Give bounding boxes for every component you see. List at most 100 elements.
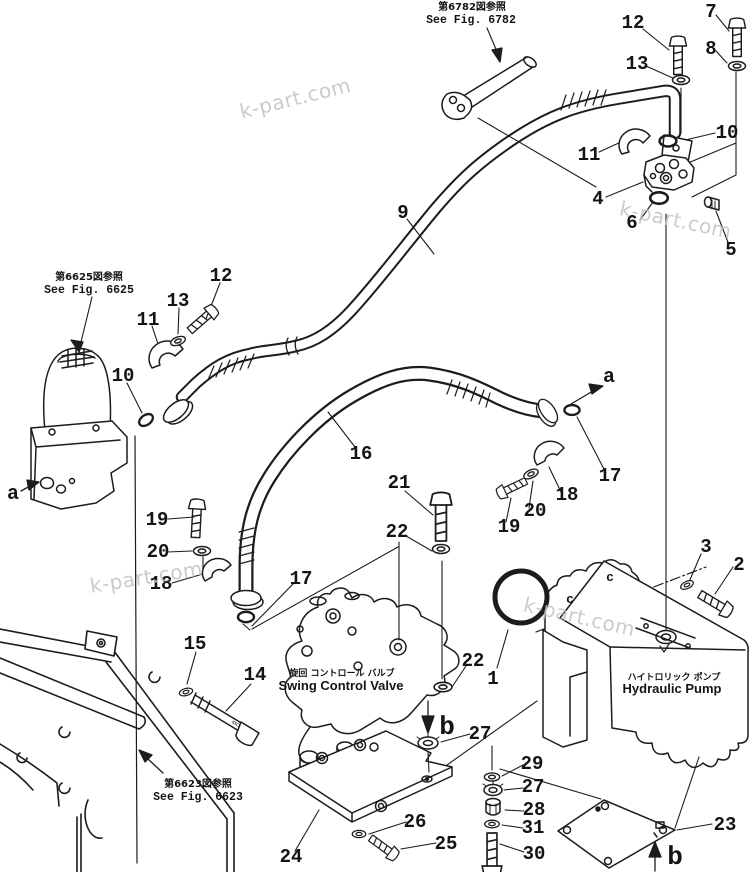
callout-18-right: 18: [556, 484, 579, 506]
arrow-fig6625: [70, 339, 84, 353]
callout-12-left: 12: [210, 265, 233, 287]
view-letter-c-2: c: [606, 570, 614, 585]
callout-8: 8: [705, 38, 716, 60]
callout-17-left: 17: [290, 568, 313, 590]
callout-26: 26: [404, 811, 427, 833]
hydraulic-pump: [535, 559, 749, 769]
callout-5: 5: [725, 239, 736, 261]
bolt-21: [429, 491, 453, 542]
callout-17-right: 17: [599, 465, 622, 487]
washer-27-lower: [482, 780, 504, 797]
swing-control-valve-label-jp: 旋回 コントロール バルブ: [288, 667, 394, 679]
washer-27-upper: [416, 733, 440, 750]
ref-fig6782-en: See Fig. 6782: [426, 14, 516, 27]
callout-10-left: 10: [112, 365, 135, 387]
callout-28: 28: [523, 799, 546, 821]
callout-7: 7: [705, 1, 716, 23]
elbow-fitting-fig6782: [441, 56, 537, 121]
hose16-left-flange: [230, 589, 264, 611]
callout-19-right: 19: [498, 516, 521, 538]
washer-20-right: [521, 466, 541, 482]
mounting-plate-24: [288, 730, 453, 823]
arrow-a-left: [26, 479, 40, 491]
washer-26: [351, 829, 367, 839]
view-letter-b-bottom: b: [667, 842, 683, 872]
callout-18-left: 18: [150, 573, 173, 595]
washer-8: [727, 60, 747, 72]
bolt-2: [695, 586, 736, 621]
bolt-12-top: [668, 35, 688, 76]
callout-19-left: 19: [146, 509, 169, 531]
ref-fig6623-jp: 第6623図参照: [164, 777, 232, 790]
bolt-30: [481, 832, 503, 872]
callout-1: 1: [487, 668, 498, 690]
arrow-a-right: [588, 383, 604, 395]
view-letter-c-1: c: [566, 592, 574, 607]
callout-27-upper: 27: [469, 723, 492, 745]
bolt-19-left: [186, 497, 207, 539]
callout-11-top: 11: [578, 144, 601, 166]
machine-frame: [0, 435, 235, 872]
callout-15: 15: [184, 633, 207, 655]
arrow-fig6623: [138, 749, 153, 763]
callout-13-left: 13: [167, 290, 190, 312]
callout-11-left: 11: [137, 309, 160, 331]
ref-fig6782-jp: 第6782図参照: [438, 0, 506, 13]
hydraulic-pump-label-jp: ハイトロリック ポンプ: [628, 671, 722, 683]
view-letter-b-top: b: [439, 712, 455, 742]
ref-fig6625-jp: 第6625図参照: [55, 270, 123, 283]
oring-10-left: [135, 410, 157, 430]
hose-16: [238, 365, 551, 608]
bolt-25: [365, 831, 402, 864]
reference-texts: 第6782図参照 See Fig. 6782 第6625図参照 See Fig.…: [44, 0, 516, 804]
washer-20-left: [192, 545, 212, 557]
flange-bolt-mark: [242, 623, 251, 631]
view-arrows: [20, 47, 662, 872]
callout-13-top: 13: [626, 53, 649, 75]
callout-2: 2: [733, 554, 744, 576]
view-letter-a-left: a: [7, 483, 19, 506]
clamp-11-left: [148, 340, 184, 369]
arrow-b-down: [421, 715, 435, 734]
callout-24: 24: [280, 846, 303, 868]
fitting-28: [485, 797, 501, 816]
washer-29: [483, 772, 501, 782]
bolt-14: [190, 692, 260, 747]
oring-1: [492, 568, 550, 626]
swing-control-valve-label-en: Swing Control Valve: [279, 678, 404, 693]
callout-20-left: 20: [147, 541, 170, 563]
washer-13-left: [168, 333, 188, 349]
leader-lines: [79, 14, 737, 853]
callout-29: 29: [521, 753, 544, 775]
ref-fig6625-en: See Fig. 6625: [44, 284, 134, 297]
hydraulic-pump-label-en: Hydraulic Pump: [623, 681, 722, 696]
bolt-19-right: [494, 474, 530, 502]
clamp-18-left: [201, 557, 232, 582]
oring-17-right: [563, 403, 581, 417]
callout-3: 3: [700, 536, 711, 558]
clamp-11-top: [618, 128, 651, 155]
view-letter-a-right: a: [603, 366, 615, 389]
callout-6: 6: [626, 212, 637, 234]
callout-14: 14: [244, 664, 267, 686]
callout-4: 4: [592, 188, 603, 210]
callout-9: 9: [397, 202, 408, 224]
callout-21: 21: [388, 472, 411, 494]
washer-15: [177, 686, 195, 698]
plug-5: [703, 196, 720, 211]
callout-30: 30: [523, 843, 546, 865]
washer-22-lower: [433, 681, 453, 693]
callout-22-upper: 22: [386, 521, 409, 543]
callout-20-right: 20: [524, 500, 547, 522]
callout-31: 31: [522, 817, 545, 839]
swing-motor: [30, 347, 128, 510]
callout-27-lower: 27: [522, 776, 545, 798]
callout-22-lower: 22: [462, 650, 485, 672]
bolt-7: [727, 17, 747, 58]
callout-10-top: 10: [716, 122, 739, 144]
clamp-18-right: [533, 440, 565, 466]
callout-23: 23: [714, 814, 737, 836]
washer-13-top: [671, 74, 691, 86]
